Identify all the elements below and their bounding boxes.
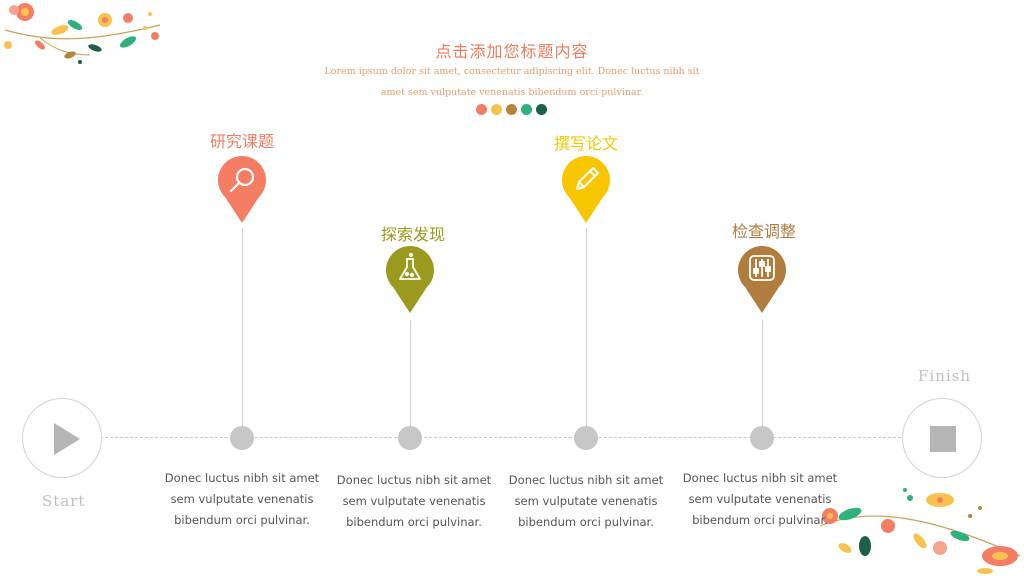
description-line: bibendum orci pulvinar. bbox=[692, 513, 828, 527]
description-line: sem vulputate venenatis bbox=[170, 492, 314, 506]
stop-icon bbox=[930, 426, 956, 452]
timeline-node[interactable] bbox=[398, 426, 422, 450]
stage-description-research: Donec luctus nibh sit amet sem vulputate… bbox=[162, 468, 322, 531]
timeline-node[interactable] bbox=[230, 426, 254, 450]
flask-icon bbox=[399, 252, 421, 280]
description-line: Donec luctus nibh sit amet bbox=[336, 473, 492, 487]
stage-connector bbox=[762, 320, 763, 428]
stage-connector bbox=[242, 228, 243, 428]
floral-decoration-top-left bbox=[4, 3, 161, 64]
pencil-icon bbox=[576, 167, 599, 190]
description-line: Donec luctus nibh sit amet bbox=[682, 471, 838, 485]
subtitle-line-1: Lorem ipsum dolor sit amet, consectetur … bbox=[324, 66, 700, 77]
color-dot bbox=[506, 104, 517, 115]
description-line: bibendum orci pulvinar. bbox=[346, 515, 482, 529]
finish-button[interactable] bbox=[902, 398, 982, 478]
start-button[interactable] bbox=[22, 398, 102, 478]
stage-pin-research[interactable] bbox=[217, 155, 267, 225]
stage-connector bbox=[410, 320, 411, 428]
description-line: sem vulputate venenatis bbox=[514, 494, 658, 508]
stage-connector bbox=[586, 228, 587, 428]
color-dot bbox=[536, 104, 547, 115]
pin-shape bbox=[562, 156, 610, 223]
color-dot bbox=[476, 104, 487, 115]
stage-pin-explore[interactable] bbox=[385, 245, 435, 315]
subtitle-line-2: amet sem vulputate venenatis bibendum or… bbox=[380, 87, 644, 98]
color-dot bbox=[521, 104, 532, 115]
stage-description-explore: Donec luctus nibh sit amet sem vulputate… bbox=[334, 470, 494, 533]
magnifier-icon bbox=[229, 167, 255, 193]
finish-label: Finish bbox=[918, 367, 972, 385]
description-line: bibendum orci pulvinar. bbox=[518, 515, 654, 529]
start-label: Start bbox=[42, 492, 86, 510]
description-line: sem vulputate venenatis bbox=[342, 494, 486, 508]
color-dots bbox=[476, 104, 547, 115]
stage-description-writing: Donec luctus nibh sit amet sem vulputate… bbox=[506, 470, 666, 533]
timeline-line bbox=[100, 437, 906, 438]
description-line: Donec luctus nibh sit amet bbox=[164, 471, 320, 485]
play-icon bbox=[54, 423, 80, 455]
stage-pin-review[interactable] bbox=[737, 245, 787, 315]
description-line: sem vulputate venenatis bbox=[688, 492, 832, 506]
pin-shape bbox=[218, 156, 266, 223]
timeline-node[interactable] bbox=[750, 426, 774, 450]
floral-decoration-bottom-right bbox=[819, 488, 1021, 574]
description-line: Donec luctus nibh sit amet bbox=[508, 473, 664, 487]
stage-label-research: 研究课题 bbox=[209, 132, 274, 151]
stage-label-writing: 撰写论文 bbox=[553, 134, 618, 153]
stage-description-review: Donec luctus nibh sit amet sem vulputate… bbox=[680, 468, 840, 531]
description-line: bibendum orci pulvinar. bbox=[174, 513, 310, 527]
stage-label-explore: 探索发现 bbox=[380, 225, 445, 244]
page-title: 点击添加您标题内容 bbox=[435, 42, 589, 61]
stage-label-review: 检查调整 bbox=[731, 222, 796, 241]
timeline-node[interactable] bbox=[574, 426, 598, 450]
sliders-icon bbox=[749, 255, 775, 281]
stage-pin-writing[interactable] bbox=[561, 155, 611, 225]
color-dot bbox=[491, 104, 502, 115]
